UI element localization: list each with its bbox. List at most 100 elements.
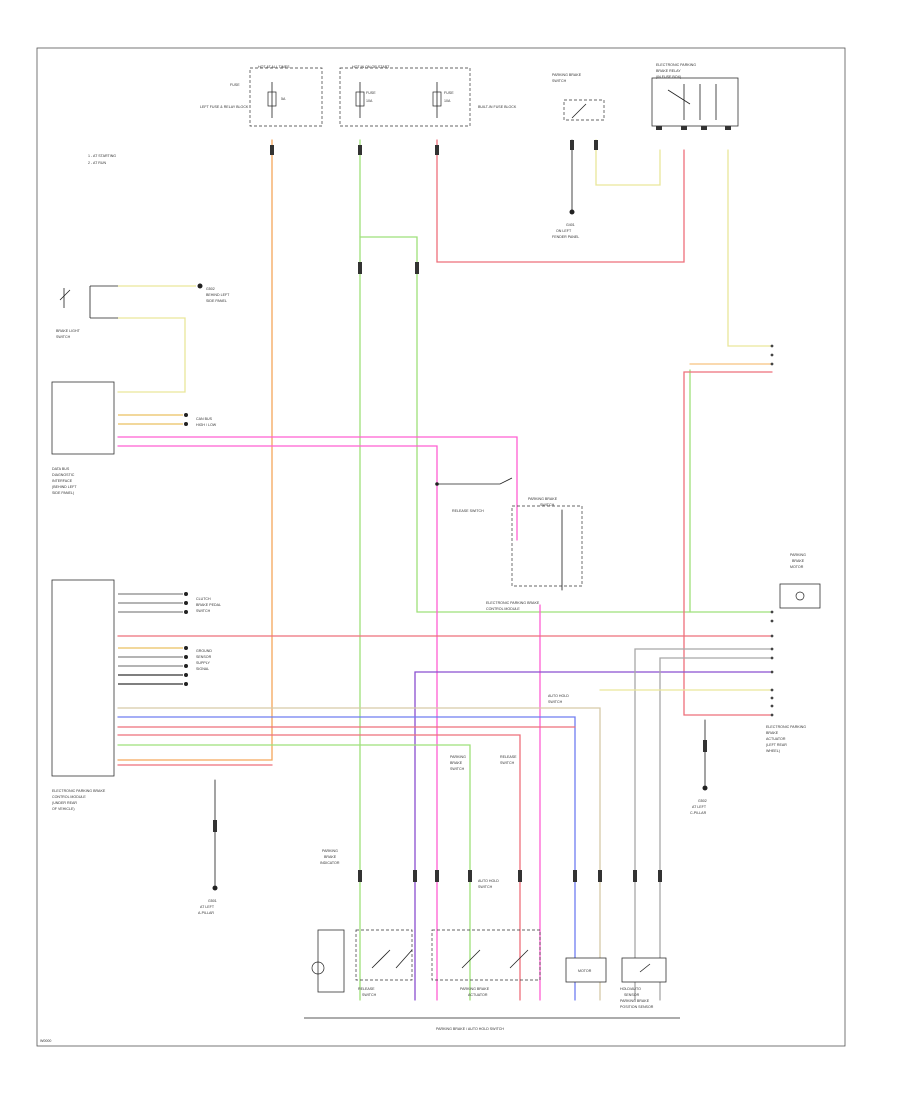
ind-release-label-1: RELEASE <box>358 987 375 991</box>
can-module-label-2: DIAGNOSTIC <box>52 473 75 477</box>
can-module-label-1: DATA BUS <box>52 467 70 471</box>
brake-switch-label-1: BRAKE LIGHT <box>56 329 81 333</box>
ground-ecm-label-1: G501 <box>208 899 217 903</box>
can-module: DATA BUS DIAGNOSTIC INTERFACE (BEHIND LE… <box>51 381 217 495</box>
wire-red-right <box>683 371 773 716</box>
rear-module-label-3: ACTUATOR <box>766 737 786 741</box>
release-switch-label: RELEASE SWITCH <box>452 509 484 513</box>
fuse-left-label-4: LEFT FUSE & RELAY BLOCK <box>200 105 249 109</box>
ecm-tag-2: BRAKE PEDAL <box>196 603 221 607</box>
indicator-label-3: INDICATOR <box>320 861 340 865</box>
bottom-group-label-1: AUTO HOLD <box>548 694 569 698</box>
ground-top-label-1: G401 <box>566 223 575 227</box>
rlamp-label-1: AUTO HOLD <box>478 879 499 883</box>
wire-yellow-top <box>595 139 661 186</box>
ecm-tag-6: SUPPLY <box>196 661 211 665</box>
relay-top-label-1: ELECTRONIC PARKING <box>656 63 696 67</box>
wire-violet <box>414 671 771 1001</box>
fuse-left-label-1: HOT AT ALL TIMES <box>258 65 290 69</box>
can-label-2: HIGH / LOW <box>196 423 217 427</box>
ind-release-label-2: SWITCH <box>362 993 377 997</box>
connector-markers <box>213 140 707 882</box>
release-mid-label-1: RELEASE <box>500 755 517 759</box>
release-switch-bottom: RELEASE SWITCH <box>355 929 413 997</box>
rear-module: ELECTRONIC PARKING BRAKE ACTUATOR (LEFT … <box>766 725 806 753</box>
ecm-tag-5: SENSOR <box>196 655 212 659</box>
wires <box>117 139 773 1001</box>
ctrl-label-group: ELECTRONIC PARKING BRAKE CONTROL MODULE <box>486 601 540 611</box>
can-module-label-5: SIDE PANEL) <box>52 491 74 495</box>
fuse-mid-label-3: 10A <box>366 99 373 103</box>
apply-switch-bottom: PARKING BRAKE ACTUATOR <box>431 929 541 997</box>
indicator-label-2: BRAKE <box>324 855 337 859</box>
ecm-label-1: ELECTRONIC PARKING BRAKE <box>52 789 106 793</box>
cm-bottom: PARKING BRAKE / AUTO HOLD SWITCH <box>304 1017 680 1031</box>
wire-pink-2 <box>117 445 438 1001</box>
relay-mid-label-2: BRAKE <box>450 761 463 765</box>
relay-top-label-2: BRAKE RELAY <box>656 69 681 73</box>
indicator-lamp-icon <box>311 961 325 975</box>
motor-bottom: MOTOR <box>565 957 607 983</box>
legend: 1 - AT STARTING 2 - AT RUN <box>88 154 116 165</box>
fuse-mid-icon <box>355 91 365 107</box>
diagram-frame <box>36 47 846 1047</box>
relay-mid-label-3: SWITCH <box>450 767 465 771</box>
fuse-left-icon <box>267 91 277 107</box>
ind-apply-label-2: ACTUATOR <box>468 993 488 997</box>
wire-gray-right <box>634 648 771 1001</box>
ground-rear: G502 AT LEFT C-PILLAR <box>690 785 708 815</box>
wire-blue <box>117 716 576 1001</box>
ground-top-label-2: ON LEFT <box>556 229 572 233</box>
ground-top: G401 ON LEFT FENDER PANEL <box>552 209 579 239</box>
auto-hold-label: AUTO HOLD SWITCH <box>548 694 569 704</box>
sensor-bottom: HOLD/AUTO SENSOR PARKING BRAKE POSITION … <box>620 957 667 1009</box>
relay-top-pins <box>656 126 731 130</box>
fuse-left: HOT AT ALL TIMES FUSE 5A LEFT FUSE & REL… <box>200 65 323 127</box>
wire-pink-1 <box>117 436 518 541</box>
ecm-module: ELECTRONIC PARKING BRAKE CONTROL MODULE … <box>51 579 221 811</box>
motor-right-label-2: BRAKE <box>792 559 805 563</box>
rear-module-label-5: WHEEL) <box>766 749 780 753</box>
can-label-1: CAN BUS <box>196 417 213 421</box>
ground-brake-label-3: SIDE PANEL <box>206 299 227 303</box>
ground-brake-label-2: BEHIND LEFT <box>206 293 230 297</box>
ctrl-label-1: ELECTRONIC PARKING BRAKE <box>486 601 540 605</box>
fuse-right-label-1: FUSE <box>444 91 454 95</box>
brake-switch-label-2: SWITCH <box>56 335 71 339</box>
rlamp-label-2: SWITCH <box>478 885 493 889</box>
ground-top-label-3: FENDER PANEL <box>552 235 579 239</box>
bottom-sensor-label-2: POSITION SENSOR <box>620 1005 654 1009</box>
fuse-left-label-3: 5A <box>281 97 286 101</box>
wire-tan <box>117 707 601 1001</box>
relay-top-label-3: (IN FUSE BOX) <box>656 75 681 79</box>
rear-module-label-1: ELECTRONIC PARKING <box>766 725 806 729</box>
ground-rear-icon <box>702 785 708 791</box>
ground-ecm: G501 AT LEFT A-PILLAR <box>198 885 218 915</box>
wire-yellow-right <box>727 149 773 347</box>
ecm-tag-4: GROUND <box>196 649 212 653</box>
ecm-label-3: (UNDER REAR <box>52 801 77 805</box>
can-module-label-4: (BEHIND LEFT <box>52 485 77 489</box>
ebrake-switch-label-2: SWITCH <box>540 503 555 507</box>
rear-module-label-2: BRAKE <box>766 731 779 735</box>
switch-top: PARKING BRAKE SWITCH <box>552 73 605 121</box>
relay-mid: PARKING BRAKE SWITCH <box>450 755 466 771</box>
ecm-left-connectors <box>118 592 188 686</box>
ind-sensor-label-2: SENSOR <box>624 993 640 997</box>
right-pin-column <box>770 344 774 717</box>
wire-green-branch <box>359 236 771 613</box>
fuse-right-label-2: 10A <box>444 99 451 103</box>
auto-hold-mid: AUTO HOLD SWITCH <box>478 879 499 889</box>
can-module-connectors <box>118 413 188 426</box>
switch-top-label-1: PARKING BRAKE <box>552 73 582 77</box>
brake-light-switch: BRAKE LIGHT SWITCH G502 BEHIND LEFT SIDE… <box>56 283 230 339</box>
fuse-left-label-2: FUSE <box>230 83 240 87</box>
rear-module-label-4: (LEFT REAR <box>766 743 787 747</box>
release-mid-label-2: SWITCH <box>500 761 515 765</box>
motor-right: PARKING BRAKE MOTOR <box>779 553 821 609</box>
wire-orange-main <box>117 139 273 761</box>
ebrake-switch: PARKING BRAKE SWITCH RELEASE SWITCH <box>435 477 583 587</box>
ground-top-icon <box>569 209 575 215</box>
switch-top-label-2: SWITCH <box>552 79 567 83</box>
ground-rear-label-3: C-PILLAR <box>690 811 707 815</box>
